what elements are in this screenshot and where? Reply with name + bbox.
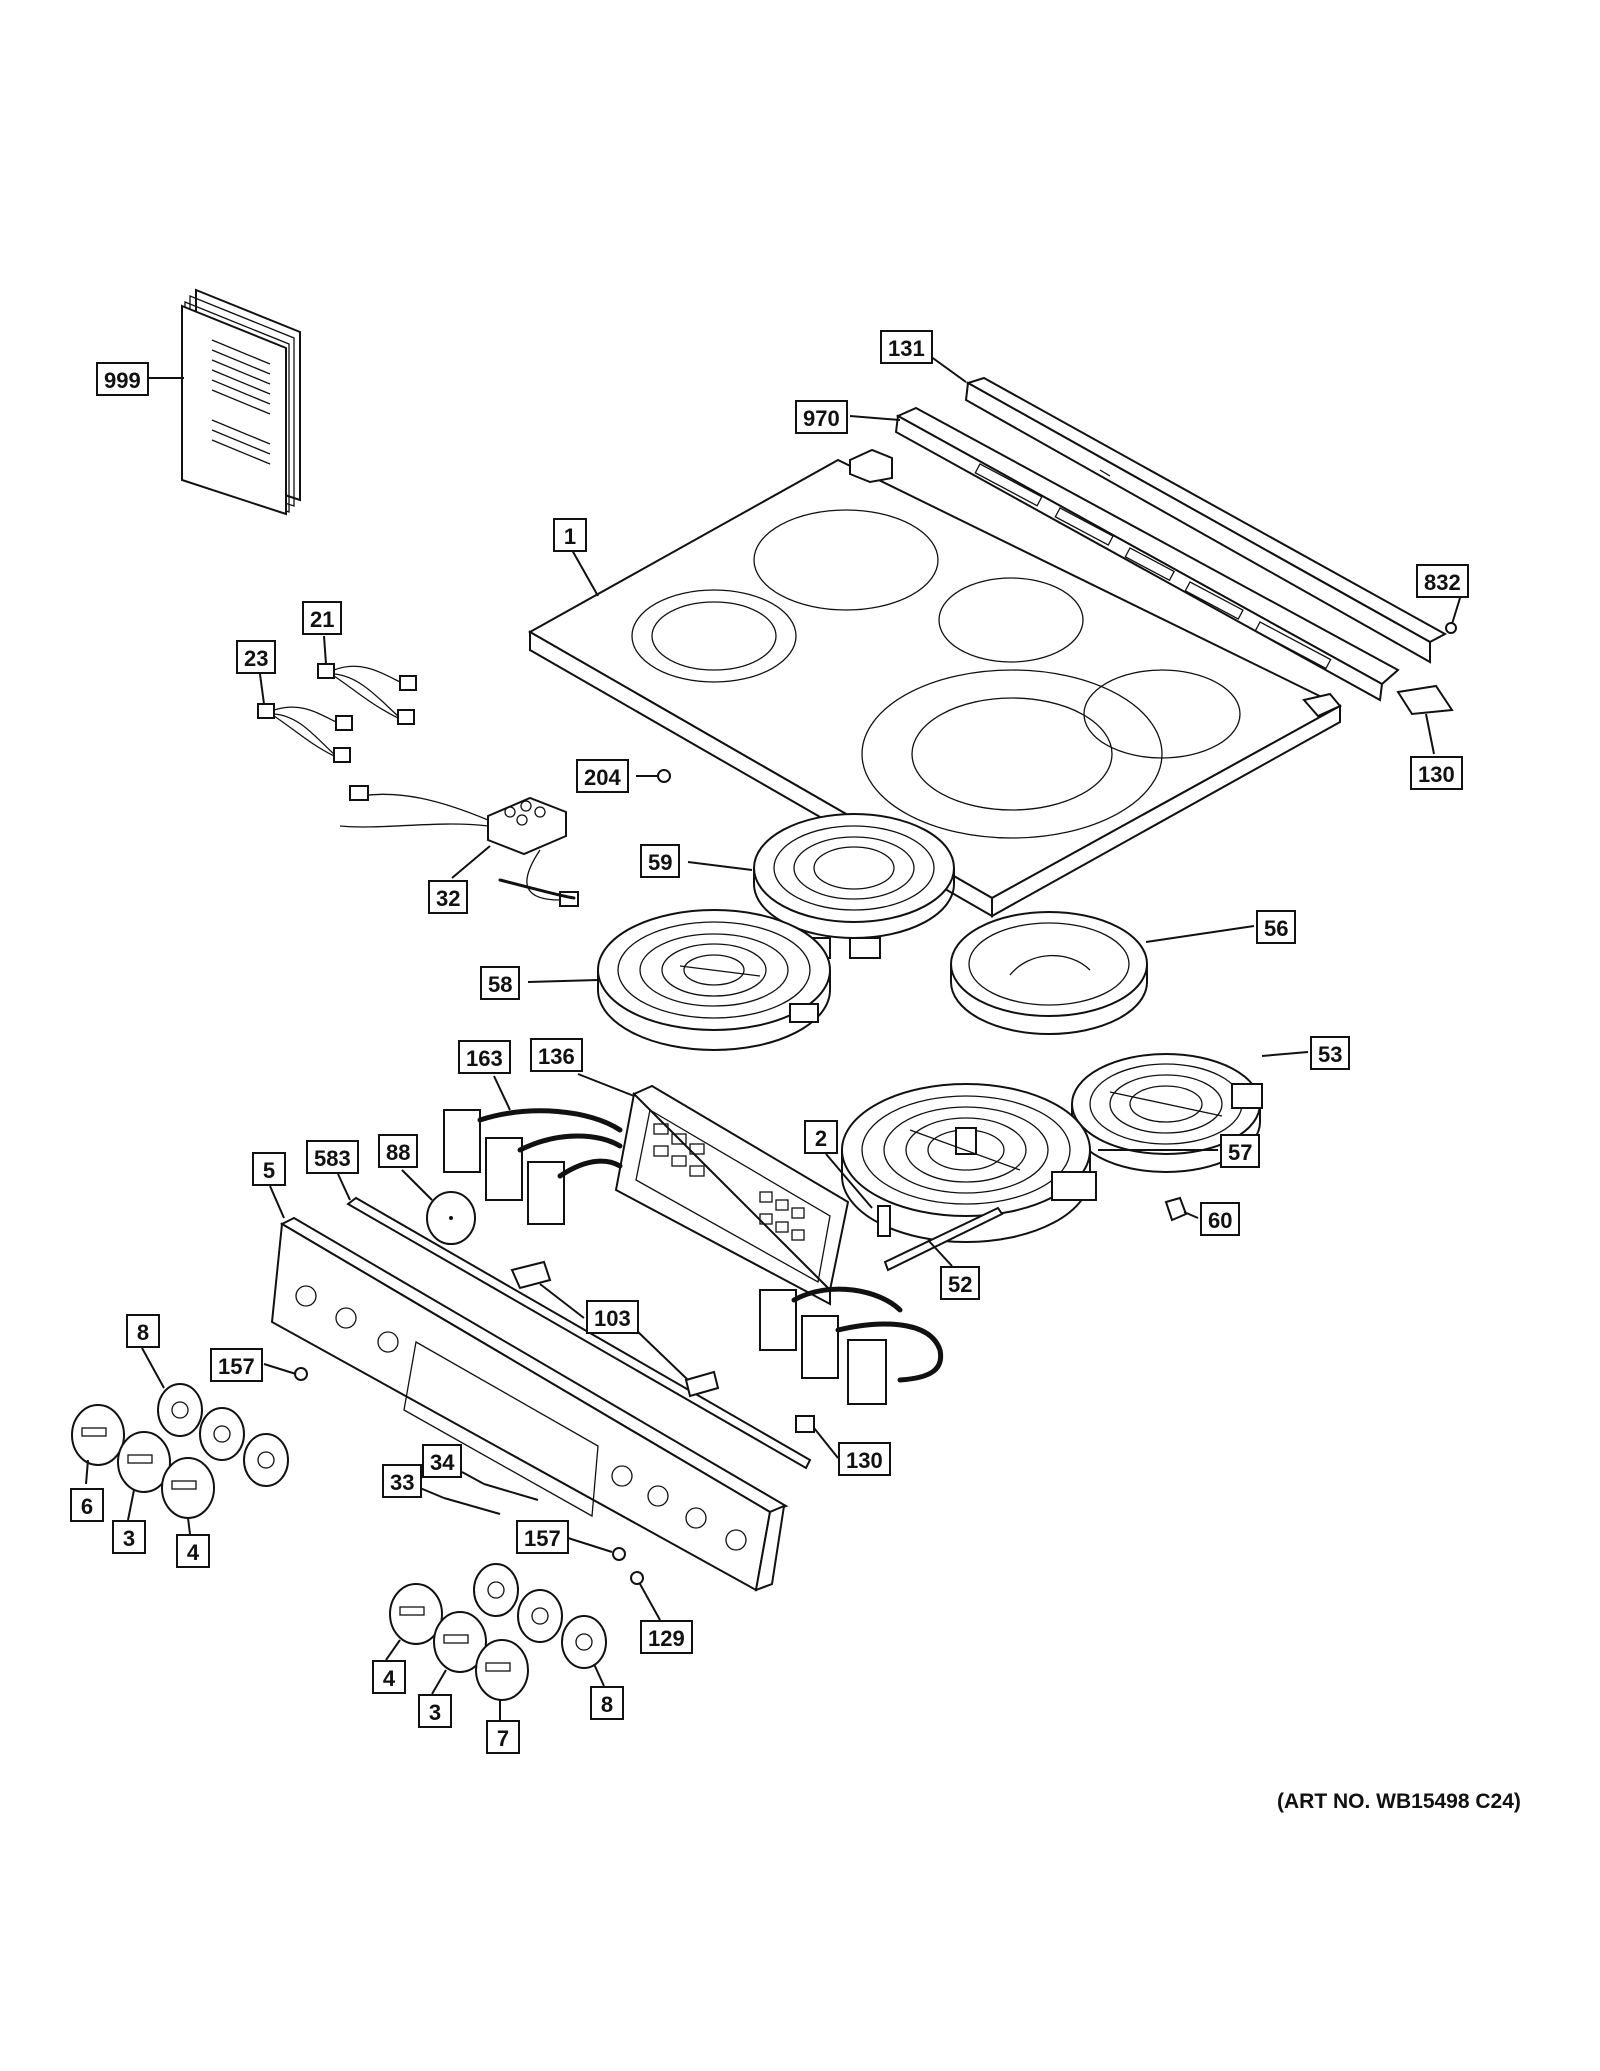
callout-5: 5 <box>252 1152 286 1186</box>
radiant-element-53-part <box>1071 1053 1263 1173</box>
callout-157-upper: 157 <box>210 1348 263 1382</box>
bezel-8-left-part <box>157 1383 203 1437</box>
bezel-left-3-part <box>243 1433 289 1487</box>
callout-1: 1 <box>553 518 587 552</box>
callout-7: 7 <box>486 1720 520 1754</box>
nut-157-upper-part <box>294 1367 308 1381</box>
callout-3-upper: 3 <box>112 1520 146 1554</box>
nut-157-lower-part <box>612 1547 626 1561</box>
callout-21: 21 <box>302 601 343 635</box>
callout-204: 204 <box>576 759 629 793</box>
callout-4-lower: 4 <box>372 1660 406 1694</box>
callout-32: 32 <box>428 880 469 914</box>
callout-56: 56 <box>1256 910 1297 944</box>
callout-832: 832 <box>1416 564 1469 598</box>
bracket-52-part <box>883 1206 1004 1272</box>
callout-3-lower: 3 <box>418 1694 452 1728</box>
knob-3-left-part <box>117 1431 171 1493</box>
bezel-lower-2-part <box>517 1589 563 1643</box>
callout-131: 131 <box>880 330 933 364</box>
radiant-element-58-part <box>597 909 831 1051</box>
wire-harness-23-part <box>257 703 353 763</box>
sensor-2-part <box>877 1205 891 1237</box>
callout-129: 129 <box>640 1620 693 1654</box>
disc-88-part <box>426 1191 476 1245</box>
screw-204-part <box>657 769 671 783</box>
callout-60: 60 <box>1200 1202 1241 1236</box>
callout-130-lower: 130 <box>838 1442 891 1476</box>
screw-832-part <box>1445 622 1457 634</box>
callout-57: 57 <box>1220 1134 1261 1168</box>
art-number: (ART NO. WB15498 C24) <box>1277 1790 1521 1813</box>
knob-6-part <box>71 1404 125 1466</box>
bezel-lower-1-part <box>473 1563 519 1617</box>
callout-583: 583 <box>306 1140 359 1174</box>
callout-999: 999 <box>96 362 149 396</box>
callout-53: 53 <box>1310 1036 1351 1070</box>
knob-3-lower-part <box>433 1611 487 1673</box>
callout-103: 103 <box>586 1300 639 1334</box>
bezel-8-lower-part <box>561 1615 607 1669</box>
callout-970: 970 <box>795 400 848 434</box>
callout-59: 59 <box>640 844 681 878</box>
knob-4-lower-part <box>389 1583 443 1645</box>
backguard-rail-part <box>964 376 1448 664</box>
callout-52: 52 <box>940 1266 981 1300</box>
pin-33-part <box>443 1497 501 1515</box>
manual-booklet-part <box>181 288 301 516</box>
callout-23: 23 <box>236 640 277 674</box>
callout-130-upper: 130 <box>1410 756 1463 790</box>
strip-583-part <box>346 1196 812 1470</box>
nut-129-part <box>630 1571 644 1585</box>
callout-136: 136 <box>530 1038 583 1072</box>
radiant-element-56-part <box>950 911 1148 1035</box>
callout-8-lower: 8 <box>590 1686 624 1720</box>
pin-34-part <box>483 1483 539 1501</box>
control-panel-5-part <box>270 1216 789 1592</box>
vent-trim-part <box>894 406 1400 702</box>
callout-58: 58 <box>480 966 521 1000</box>
callout-34: 34 <box>422 1444 463 1478</box>
radiant-element-57-part <box>841 1083 1097 1243</box>
clip-130-upper-part <box>1396 684 1454 716</box>
leader-lines <box>85 355 1461 1720</box>
control-board-136-part <box>614 1084 850 1306</box>
callout-88: 88 <box>378 1134 419 1168</box>
infinite-switches-163-part <box>443 1108 623 1225</box>
clip-60-part <box>1164 1196 1188 1222</box>
callout-8-upper: 8 <box>126 1314 160 1348</box>
callout-163: 163 <box>458 1040 511 1074</box>
clip-130-lower-part <box>795 1415 815 1433</box>
terminal-block-32-part <box>339 785 579 907</box>
callout-33: 33 <box>382 1464 423 1498</box>
callout-4-upper: 4 <box>176 1534 210 1568</box>
infinite-switches-lower-part <box>759 1286 944 1405</box>
callout-6: 6 <box>70 1488 104 1522</box>
knob-4-left-part <box>161 1457 215 1519</box>
bezel-left-2-part <box>199 1407 245 1461</box>
wire-harness-21-part <box>317 663 417 725</box>
bracket-103-part <box>510 1260 720 1398</box>
callout-2: 2 <box>804 1120 838 1154</box>
knob-7-part <box>475 1639 529 1701</box>
callout-157-lower: 157 <box>516 1520 569 1554</box>
